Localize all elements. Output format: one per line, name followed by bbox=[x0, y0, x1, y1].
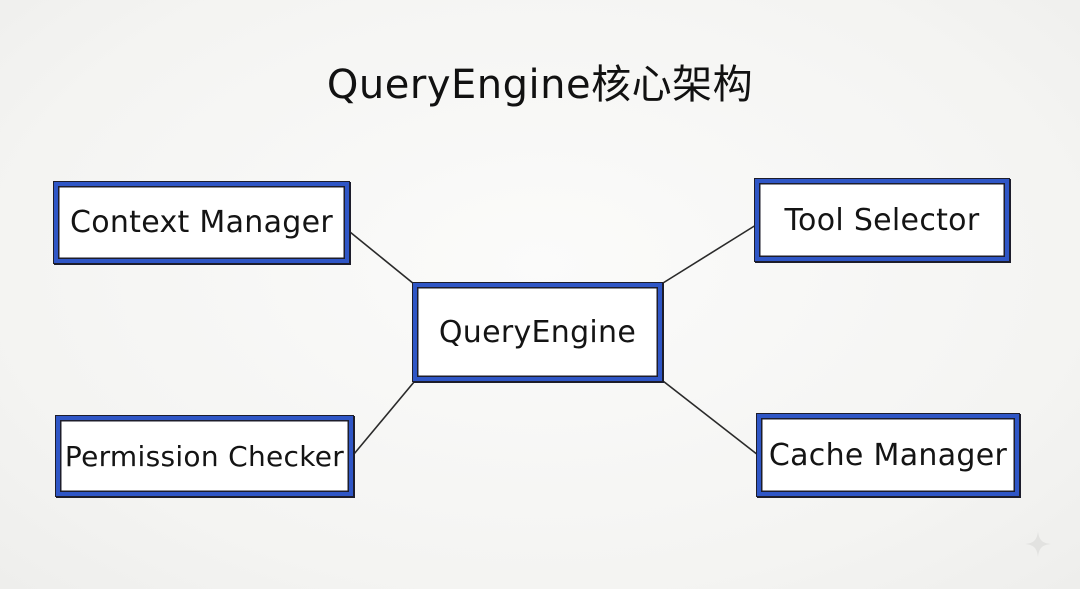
node-label: Permission Checker bbox=[64, 439, 345, 473]
node-label: Context Manager bbox=[69, 205, 334, 240]
node-tool-selector: Tool Selector bbox=[754, 178, 1010, 262]
node-cache-manager: Cache Manager bbox=[756, 413, 1020, 497]
edge-center-tool-selector bbox=[662, 224, 757, 284]
node-permission-checker: Permission Checker bbox=[55, 415, 354, 497]
node-label: QueryEngine bbox=[438, 314, 637, 350]
edge-center-cache-manager bbox=[662, 380, 759, 456]
node-query-engine: QueryEngine bbox=[412, 282, 663, 382]
sparkle-icon bbox=[1025, 531, 1051, 557]
edge-center-permission-checker bbox=[353, 381, 415, 455]
node-context-manager: Context Manager bbox=[53, 181, 350, 264]
diagram-title: QueryEngine核心架构 bbox=[326, 62, 754, 108]
edge-center-context-manager bbox=[349, 231, 415, 285]
node-label: Tool Selector bbox=[784, 202, 980, 238]
node-label: Cache Manager bbox=[768, 437, 1008, 473]
